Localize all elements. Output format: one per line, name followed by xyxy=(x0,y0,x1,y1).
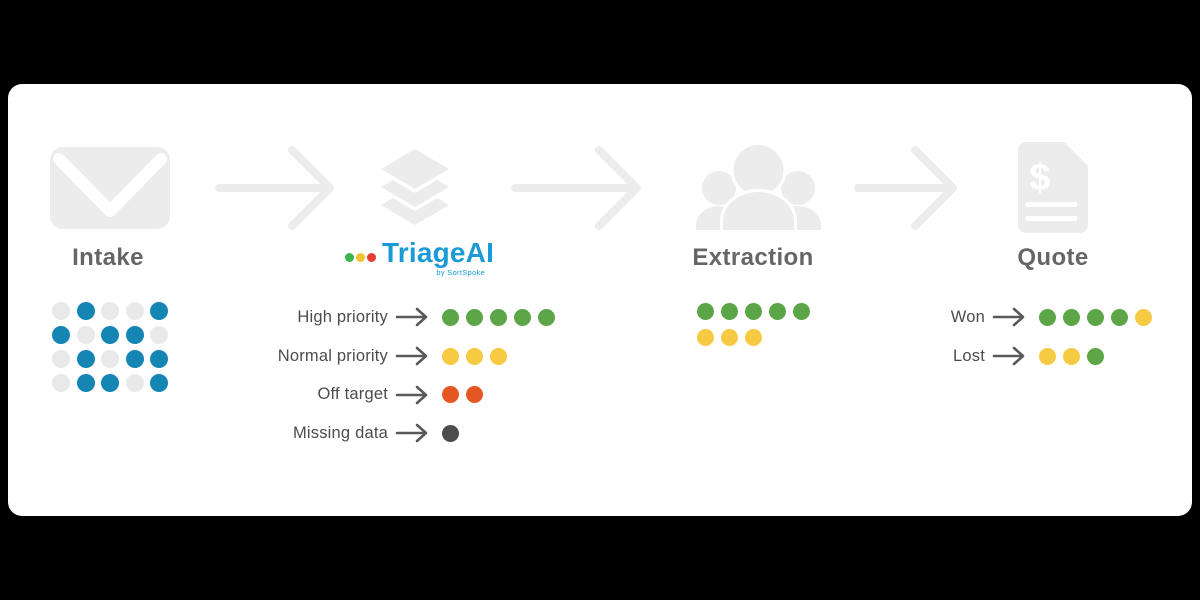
flow-arrow-icon xyxy=(215,146,334,230)
yellow-dot xyxy=(442,347,459,365)
people-icon xyxy=(696,144,821,230)
quote-row-lost: Lost xyxy=(933,337,1152,376)
gray-dot xyxy=(125,374,144,392)
blue-dot xyxy=(150,350,168,368)
dot-row xyxy=(442,308,555,326)
yellow-dot xyxy=(697,329,714,346)
triage-rows: High priority Normal priority Off target xyxy=(158,298,555,453)
green-dot xyxy=(538,308,555,326)
dot-row xyxy=(442,424,459,442)
row-label: Won xyxy=(950,307,985,326)
logo-dot-yellow xyxy=(356,253,365,262)
blue-dot xyxy=(76,302,95,320)
triage-row-normal-priority: Normal priority xyxy=(158,337,555,376)
right-arrow-icon xyxy=(992,308,1025,327)
green-dot xyxy=(466,308,483,326)
triage-row-high-priority: High priority xyxy=(158,298,555,337)
flow-arrow-icon xyxy=(854,146,957,230)
triage-row-missing-data: Missing data xyxy=(158,414,555,453)
blue-dot xyxy=(76,350,95,368)
extraction-dot-rows xyxy=(697,303,810,346)
gray-dot xyxy=(101,302,119,320)
quote-row-won: Won xyxy=(933,298,1152,337)
envelope-icon xyxy=(50,147,170,229)
stage-label-intake: Intake xyxy=(72,244,144,271)
dot-row xyxy=(442,386,483,404)
green-dot xyxy=(1039,308,1056,326)
green-dot xyxy=(721,303,738,320)
stage-label-extraction: Extraction xyxy=(692,244,814,271)
right-arrow-icon xyxy=(395,346,428,366)
logo-dot-red xyxy=(367,253,376,262)
blue-dot xyxy=(101,326,119,344)
row-label: Lost xyxy=(953,346,985,365)
dark-dot xyxy=(442,424,459,442)
gray-dot xyxy=(76,326,95,344)
yellow-dot xyxy=(745,329,762,346)
row-label: Normal priority xyxy=(277,346,388,365)
green-dot xyxy=(1063,308,1080,326)
orange-dot xyxy=(466,386,483,404)
green-dot xyxy=(745,303,762,320)
right-arrow-icon xyxy=(992,346,1025,366)
logo-dots xyxy=(345,253,376,262)
orange-dot xyxy=(442,386,459,404)
green-dot xyxy=(490,308,507,326)
green-dot xyxy=(442,308,459,326)
yellow-dot xyxy=(1039,347,1056,365)
triageai-logo-text: TriageAI xyxy=(382,237,495,268)
blue-dot xyxy=(76,374,95,392)
green-dot xyxy=(514,308,531,326)
blue-dot xyxy=(150,302,168,320)
flow-arrow-icon xyxy=(511,146,641,230)
green-dot xyxy=(697,303,714,320)
gray-dot xyxy=(101,350,119,368)
blue-dot xyxy=(150,374,168,392)
dot-row xyxy=(1039,347,1104,365)
blue-dot xyxy=(125,326,144,344)
intake-dot-grid xyxy=(52,302,168,392)
blue-dot xyxy=(101,374,119,392)
row-label: Missing data xyxy=(292,423,388,442)
green-dot xyxy=(769,303,786,320)
yellow-dot xyxy=(1063,347,1080,365)
logo-dot-green xyxy=(345,253,354,262)
stage-label-quote: Quote xyxy=(1017,244,1089,271)
blue-dot xyxy=(125,350,144,368)
invoice-icon: $ xyxy=(1018,142,1088,233)
green-dot xyxy=(1087,347,1104,365)
content-card: $ Intake TriageAI by SortSpoke Extractio… xyxy=(8,84,1192,516)
triageai-logo: TriageAI by SortSpoke xyxy=(345,237,515,277)
triageai-logo-subtext: by SortSpoke xyxy=(436,268,485,277)
quote-rows: Won Lost xyxy=(933,298,1152,375)
right-arrow-icon xyxy=(395,308,428,327)
dot-row xyxy=(1039,308,1152,326)
green-dot xyxy=(1087,308,1104,326)
triage-row-off-target: Off target xyxy=(158,375,555,414)
dot-row xyxy=(442,347,507,365)
yellow-dot xyxy=(1135,308,1152,326)
gray-dot xyxy=(125,302,144,320)
row-label: High priority xyxy=(297,307,388,326)
svg-text:$: $ xyxy=(1029,157,1050,199)
right-arrow-icon xyxy=(395,424,428,443)
green-dot xyxy=(1111,308,1128,326)
green-dot xyxy=(793,303,810,320)
dot-row xyxy=(697,329,810,346)
gray-dot xyxy=(150,326,168,344)
gray-dot xyxy=(52,350,70,368)
gray-dot xyxy=(52,302,70,320)
layers-icon xyxy=(378,147,452,225)
dot-row xyxy=(697,303,810,320)
row-label: Off target xyxy=(317,385,388,404)
yellow-dot xyxy=(466,347,483,365)
yellow-dot xyxy=(721,329,738,346)
yellow-dot xyxy=(490,347,507,365)
gray-dot xyxy=(52,374,70,392)
right-arrow-icon xyxy=(395,385,428,405)
blue-dot xyxy=(52,326,70,344)
